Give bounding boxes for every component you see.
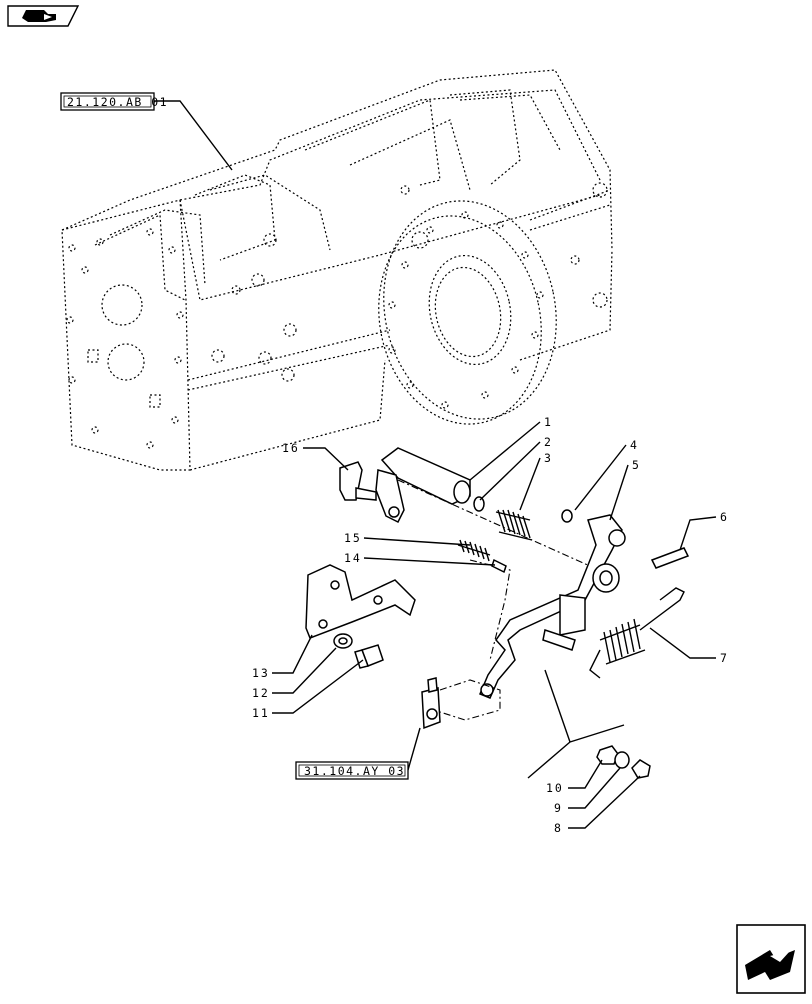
transmission-housing — [61, 69, 613, 471]
part-6-pin — [650, 547, 690, 569]
back-arrow-icon[interactable] — [7, 5, 80, 27]
part-7-return-spring — [589, 587, 685, 679]
part-11-bolt — [354, 644, 384, 669]
part-1-shaft-lever — [375, 447, 471, 524]
callout-6: 6 — [720, 510, 729, 524]
callout-1: 1 — [544, 415, 553, 429]
reference-label: 21.120.AB 01 — [67, 95, 168, 109]
callout-2: 2 — [544, 435, 553, 449]
part-16-knob — [339, 461, 377, 501]
callout-8: 8 — [554, 821, 563, 835]
part-4-ring — [561, 509, 573, 523]
callout-10: 10 — [546, 781, 564, 795]
callout-5: 5 — [632, 458, 641, 472]
part-13-bracket — [305, 564, 416, 639]
callout-14: 14 — [344, 551, 362, 565]
linkage-fitting — [421, 677, 501, 730]
part-5-lever-arm — [479, 514, 626, 699]
callout-13: 13 — [252, 666, 270, 680]
part-14-pin — [491, 558, 507, 574]
part-15-spring — [457, 539, 491, 562]
part-2-ring — [473, 496, 485, 512]
callout-15: 15 — [344, 531, 362, 545]
reference-31-104-ay-03[interactable]: 31.104.AY 03 — [295, 761, 409, 780]
part-8-bolt — [631, 759, 651, 779]
part-9-washer — [614, 751, 630, 769]
part-12-washer — [333, 633, 353, 649]
callout-9: 9 — [554, 801, 563, 815]
leader-lines — [272, 421, 717, 829]
callout-7: 7 — [720, 651, 729, 665]
callout-4: 4 — [630, 438, 639, 452]
reference-label: 31.104.AY 03 — [304, 764, 405, 778]
next-page-arrow-icon[interactable] — [736, 924, 806, 994]
reference-21-120-ab-01[interactable]: 21.120.AB 01 — [60, 92, 168, 111]
callout-16: 16 — [282, 441, 300, 455]
callout-12: 12 — [252, 686, 270, 700]
callout-11: 11 — [252, 706, 270, 720]
part-3-spring — [495, 509, 533, 541]
callout-3: 3 — [544, 451, 553, 465]
part-10-nut — [596, 745, 619, 765]
